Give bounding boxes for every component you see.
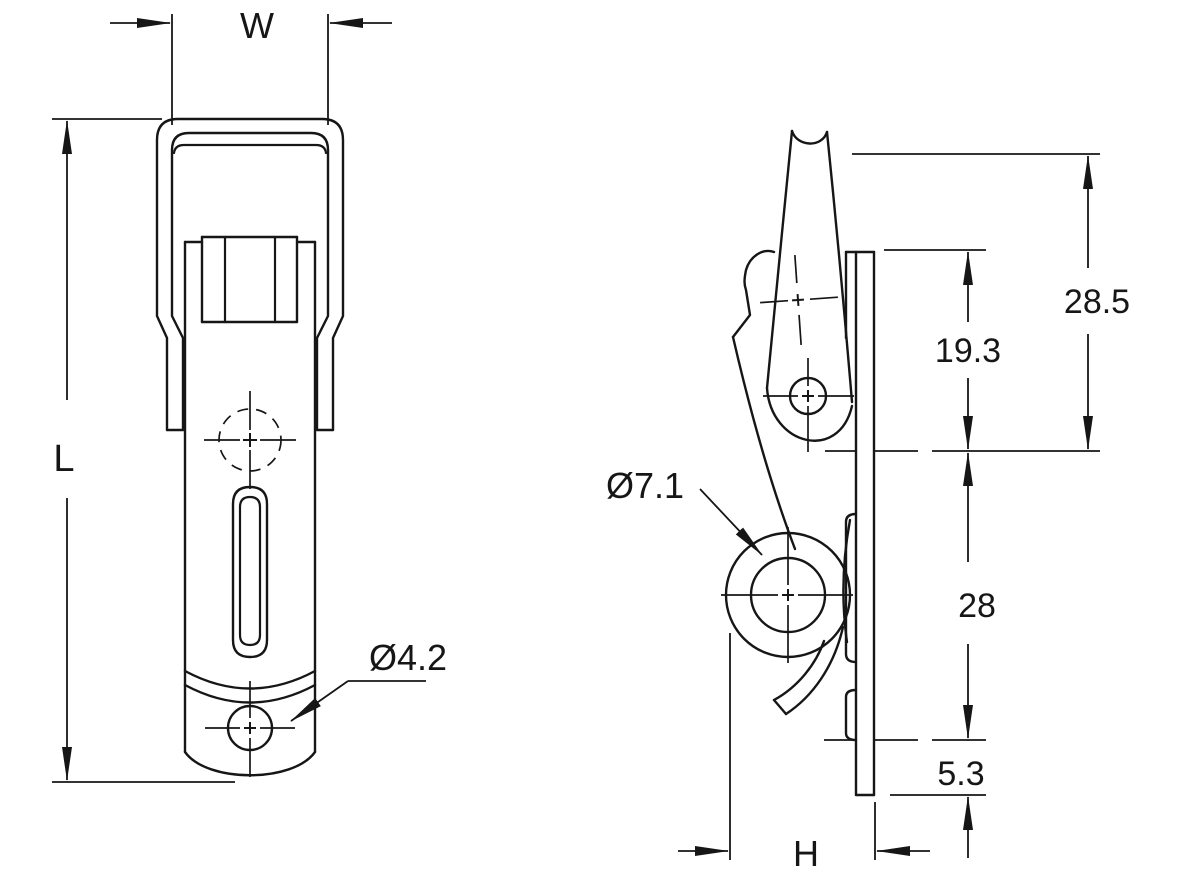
dimension-depth-h: H (678, 633, 930, 874)
side-extension-lines (852, 153, 1100, 796)
callout-loop-hole: Ø7.1 (606, 465, 763, 556)
hidden-edges (824, 450, 918, 741)
dim-28-label: 28 (958, 587, 996, 625)
dim-depth-label: H (793, 833, 819, 874)
dimension-length: L (52, 118, 235, 783)
roller-crossbar (183, 235, 317, 324)
body-slot (231, 485, 269, 659)
bail-loop (155, 117, 345, 432)
dimension-width: W (110, 5, 392, 125)
pivot-hole (763, 358, 854, 452)
loop-hole-label: Ø7.1 (606, 465, 684, 506)
dim-width-label: W (240, 5, 274, 46)
dim-28-5-label: 28.5 (1064, 283, 1130, 321)
rivet-hole-label: Ø4.2 (369, 637, 447, 678)
callout-rivet-hole: Ø4.2 (290, 637, 447, 722)
dimension-19-3: 19.3 (935, 251, 1001, 450)
upper-hole-hidden (204, 391, 296, 489)
dim-5-3-label: 5.3 (937, 755, 984, 793)
dim-19-3-label: 19.3 (935, 332, 1001, 370)
front-view (155, 117, 345, 777)
side-view (721, 129, 918, 797)
dimension-5-3: 5.3 (937, 755, 985, 858)
dim-length-label: L (53, 438, 74, 480)
dimension-28-5: 28.5 (1064, 155, 1130, 450)
spring-wire (721, 249, 853, 716)
lever-arm (765, 129, 854, 442)
rivet-hole (205, 681, 295, 777)
lever-centerline-cross (760, 255, 838, 345)
dimension-28: 28 (958, 452, 996, 739)
